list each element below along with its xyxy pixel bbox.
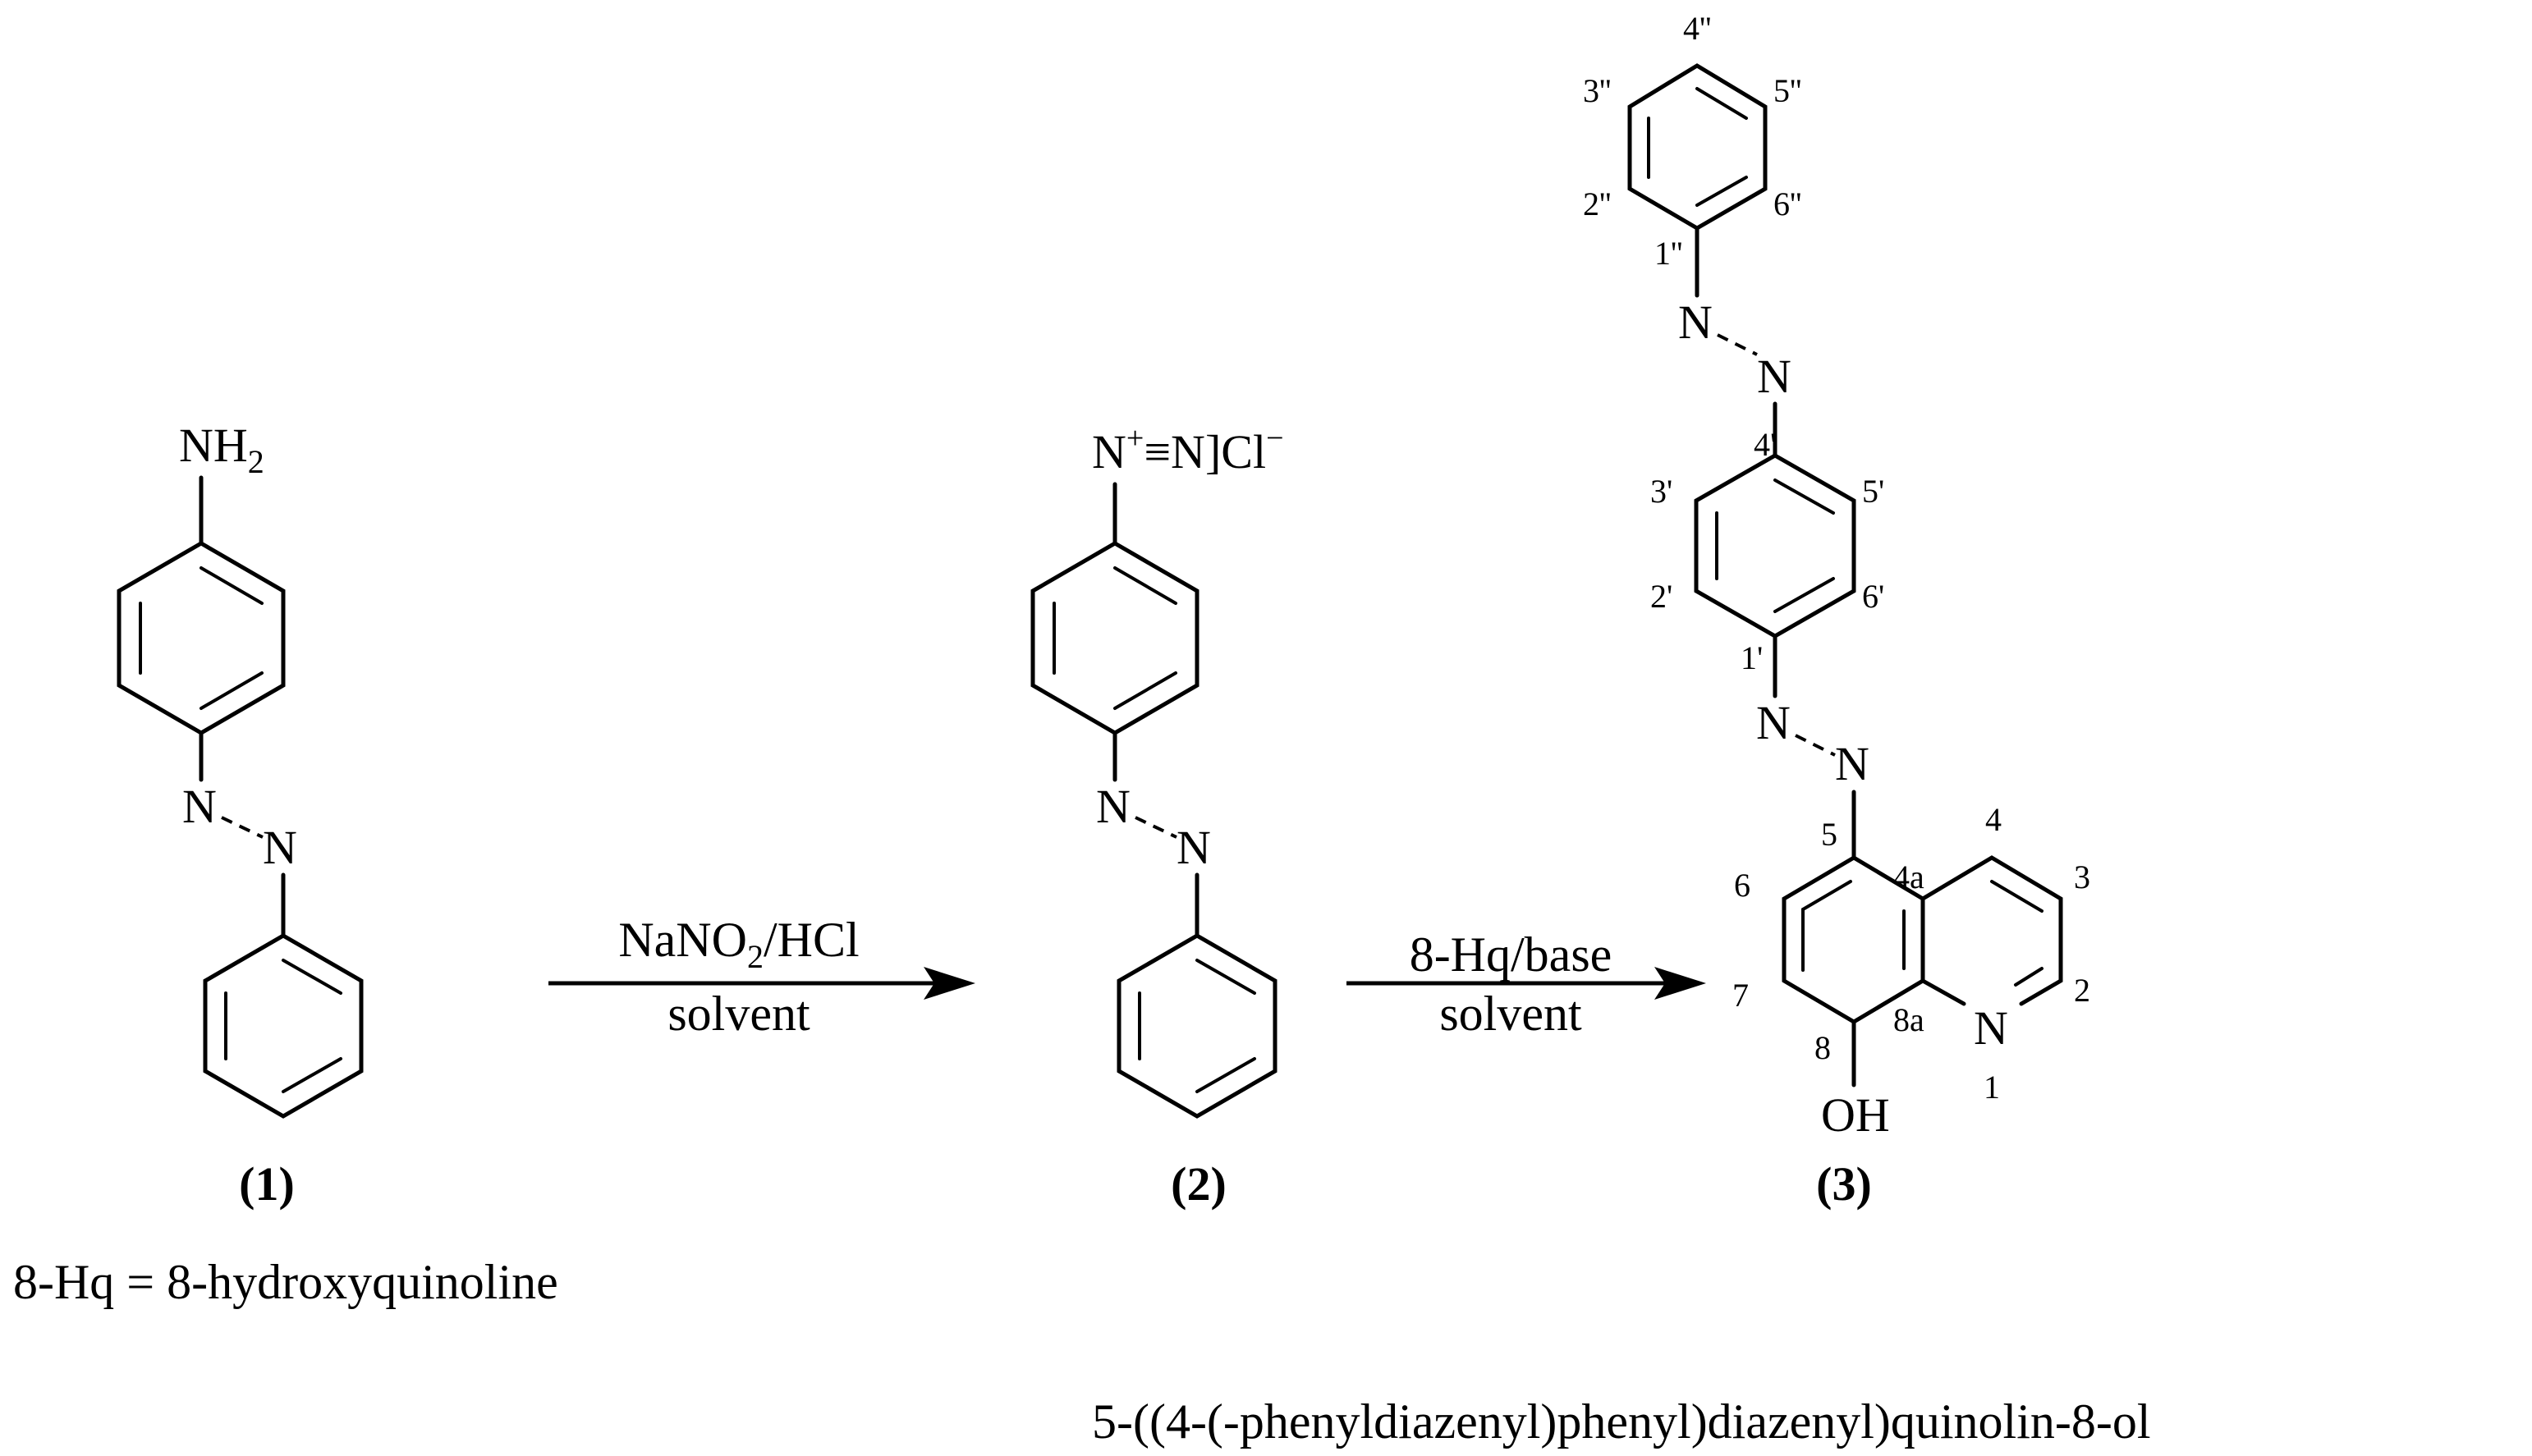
reaction-step-2: 8-Hq/base solvent (1346, 927, 1706, 1041)
phenylene-ring-mid (1694, 453, 1856, 639)
locant-3: 3 (2074, 858, 2090, 895)
locant-2: 2 (2074, 972, 2090, 1009)
bracket: ] (1205, 425, 1221, 478)
quinoline-pyridine-ring (1920, 855, 2063, 1006)
arrow-1-head (924, 967, 975, 1000)
azo-double-bond-2 (1135, 816, 1177, 839)
locant-4pp: 4'' (1683, 10, 1711, 47)
step2-solvent: solvent (1439, 987, 1582, 1041)
chloride-charge: − (1266, 421, 1283, 456)
compound-1-label: (1) (239, 1157, 295, 1211)
locant-1p: 1' (1741, 639, 1763, 676)
azo-n-3b: N (1757, 350, 1791, 403)
ring-1a-inner-1 (200, 566, 264, 605)
hydroxyl-group: OH (1821, 1088, 1890, 1142)
azo-n-2b: N (1177, 821, 1211, 874)
azo-n-3c: N (1756, 696, 1791, 749)
ring-2a-inner-2 (1113, 671, 1177, 710)
triple-bond-symbol: ≡ (1144, 425, 1171, 478)
ring-2b-inner-2 (1195, 1057, 1256, 1093)
azo-n-3a: N (1678, 295, 1713, 349)
quinoline-n: N (1974, 1001, 2008, 1055)
compound-2-label: (2) (1171, 1157, 1227, 1211)
compound-2-structure: N+≡N]Cl− N N (2) (1030, 421, 1284, 1211)
locant-2pp: 2'' (1583, 185, 1611, 222)
arrow-2-head (1654, 967, 1706, 1000)
locant-5: 5 (1821, 816, 1837, 853)
phenyl-top-inner-2 (1695, 176, 1748, 207)
diazonium-charge: + (1126, 421, 1144, 456)
locant-6p: 6' (1862, 578, 1884, 615)
pyridine-inner-2 (2014, 967, 2043, 987)
abbreviation-note: 8-Hq = 8-hydroxyquinoline (13, 1255, 558, 1309)
step1-solvent: solvent (667, 987, 810, 1041)
locant-6: 6 (1734, 867, 1750, 904)
azo-double-bond-3top (1717, 333, 1758, 356)
benzene-ring-1a (117, 541, 286, 735)
amine-label: NH (179, 419, 248, 472)
amine-group: NH2 (179, 419, 264, 480)
step1-reagent-b: /HCl (764, 913, 860, 967)
locant-2p: 2' (1650, 578, 1672, 615)
locant-4: 4 (1985, 801, 2002, 838)
pyridine-bond-n-c8a (1920, 978, 1966, 1006)
locant-8: 8 (1814, 1029, 1831, 1066)
step1-reagent: NaNO2/HCl (618, 913, 859, 975)
ring-2a-inner-1 (1113, 566, 1177, 605)
compound-3-structure: 4'' 3'' 5'' 2'' 6'' 1'' N N 4' 3' 5' 2' … (1583, 10, 2090, 1211)
ring-mid-inner-2 (1773, 577, 1835, 613)
locant-6pp: 6'' (1773, 185, 1801, 222)
locant-1pp: 1'' (1654, 235, 1682, 272)
azo-double-bond-3mid (1795, 734, 1836, 757)
azo-double-bond-1 (221, 816, 264, 839)
locant-3pp: 3'' (1583, 72, 1611, 109)
locant-4p: 4' (1754, 426, 1776, 463)
ring-1a-inner-2 (200, 671, 264, 710)
locant-3p: 3' (1650, 473, 1672, 510)
benzene-ring-1b (203, 933, 364, 1119)
ring-1b-inner-1 (282, 959, 342, 995)
azo-n-1a: N (182, 780, 217, 833)
diazonium-n: N (1092, 425, 1126, 478)
locant-5p: 5' (1862, 473, 1884, 510)
ring-1b-inner-2 (282, 1057, 342, 1093)
azo-n-3d: N (1835, 737, 1869, 790)
locant-8a: 8a (1893, 1001, 1924, 1038)
step1-reagent-sub: 2 (747, 938, 764, 975)
benzene-ring-2a (1030, 541, 1199, 735)
pyridine-inner-1 (1990, 880, 2043, 913)
benzo-inner-1 (1801, 880, 1852, 911)
diazonium-n2: N (1171, 425, 1205, 478)
ring-2b-inner-1 (1195, 959, 1256, 995)
step2-reagent: 8-Hq/base (1410, 927, 1612, 982)
locant-4a: 4a (1893, 858, 1924, 895)
product-name: 5-((4-(-phenyldiazenyl)phenyl)diazenyl)q… (1092, 1394, 2151, 1449)
amine-subscript: 2 (248, 443, 264, 480)
diazonium-group: N+≡N]Cl− (1092, 421, 1284, 478)
locant-1: 1 (1984, 1069, 2000, 1106)
chloride: Cl (1221, 425, 1266, 478)
compound-1-structure: NH2 N N (1) (117, 419, 364, 1211)
locant-7: 7 (1732, 977, 1749, 1014)
azo-n-2a: N (1096, 780, 1131, 833)
step1-reagent-a: NaNO (618, 913, 747, 967)
azo-n-1b: N (263, 821, 297, 874)
reaction-step-1: NaNO2/HCl solvent (548, 913, 975, 1041)
compound-3-label: (3) (1816, 1157, 1872, 1211)
ring-mid-inner-1 (1773, 478, 1835, 515)
locant-5pp: 5'' (1773, 72, 1801, 109)
phenyl-top-inner-1 (1695, 87, 1748, 120)
benzene-ring-2b (1117, 933, 1277, 1119)
